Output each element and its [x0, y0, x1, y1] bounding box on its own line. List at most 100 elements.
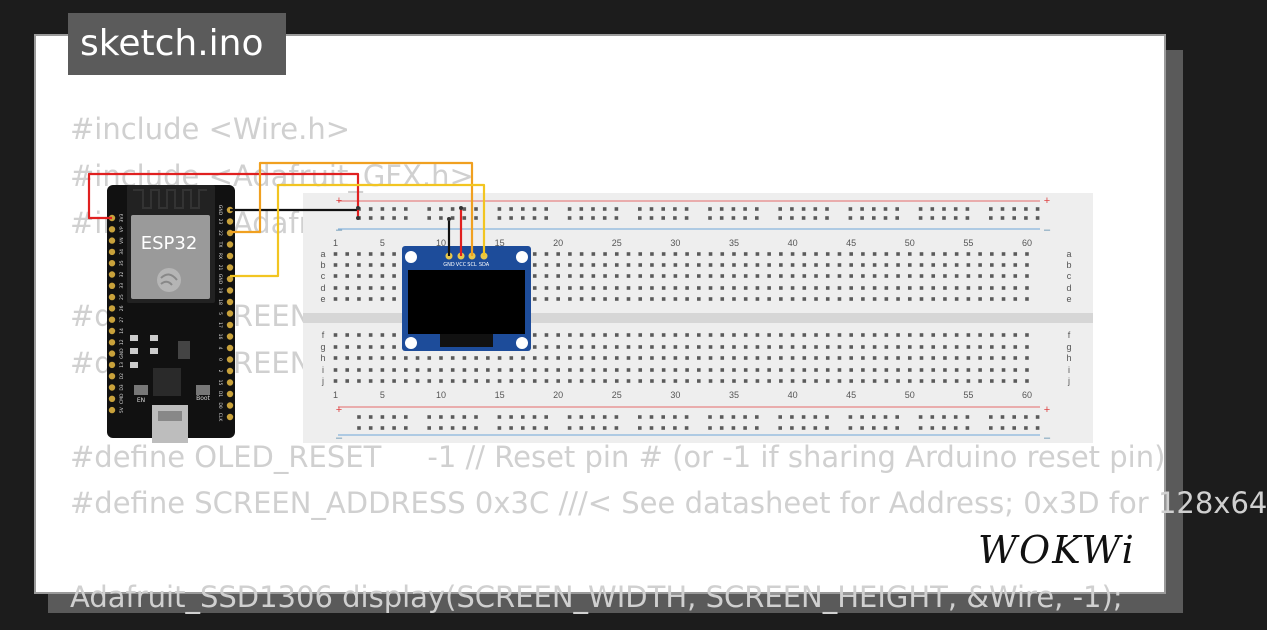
breadboard-hole: [825, 207, 829, 211]
breadboard-hole: [743, 426, 747, 430]
row-letter: g: [320, 342, 325, 352]
breadboard-hole: [579, 216, 584, 220]
breadboard-hole: [568, 368, 572, 372]
breadboard-hole: [427, 216, 431, 220]
breadboard-hole: [860, 207, 864, 211]
breadboard-hole: [521, 379, 525, 383]
breadboard-hole: [684, 216, 689, 220]
breadboard-hole: [918, 207, 923, 211]
breadboard-hole: [626, 252, 631, 256]
rail-minus-label: –: [1044, 224, 1051, 236]
breadboard-hole: [1025, 356, 1029, 360]
breadboard-hole: [568, 263, 572, 267]
breadboard-hole: [450, 426, 455, 430]
breadboard-hole: [697, 286, 701, 290]
breadboard-hole: [919, 368, 924, 372]
breadboard-hole: [591, 207, 595, 211]
breadboard-hole: [778, 415, 782, 419]
breadboard-hole: [544, 263, 549, 267]
breadboard-hole: [978, 356, 982, 360]
breadboard-hole: [579, 356, 584, 360]
breadboard-hole: [650, 263, 654, 267]
breadboard-hole: [509, 207, 513, 211]
breadboard-hole: [779, 252, 783, 256]
breadboard-hole: [568, 252, 572, 256]
breadboard-hole: [556, 356, 560, 360]
breadboard-hole: [380, 216, 385, 220]
column-number: 40: [788, 238, 798, 248]
breadboard-hole: [861, 356, 865, 360]
breadboard-hole: [474, 415, 478, 419]
breadboard-hole: [579, 252, 584, 256]
breadboard-hole: [567, 207, 572, 211]
breadboard-hole: [719, 216, 724, 220]
breadboard-hole: [943, 286, 947, 290]
breadboard-hole: [755, 356, 760, 360]
breadboard-hole: [392, 297, 396, 301]
wires: [87, 161, 486, 278]
breadboard-hole: [661, 345, 666, 349]
breadboard-hole: [802, 333, 807, 337]
breadboard-hole: [1035, 207, 1040, 211]
breadboard-hole: [896, 286, 900, 290]
breadboard-hole: [1001, 379, 1006, 383]
breadboard-hole: [814, 379, 818, 383]
breadboard-hole: [966, 286, 971, 290]
breadboard-hole: [638, 368, 643, 372]
breadboard-hole: [860, 426, 864, 430]
breadboard-hole: [1000, 207, 1005, 211]
breadboard-hole: [544, 368, 549, 372]
breadboard-hole: [919, 333, 924, 337]
breadboard-hole: [708, 263, 713, 267]
breadboard-hole: [825, 379, 830, 383]
breadboard-hole: [978, 297, 982, 301]
breadboard-hole: [825, 216, 829, 220]
breadboard-hole: [954, 252, 959, 256]
breadboard-hole: [872, 274, 877, 278]
breadboard-hole: [404, 368, 408, 372]
breadboard-hole: [1035, 216, 1040, 220]
breadboard-hole: [697, 252, 701, 256]
file-tab[interactable]: sketch.ino: [68, 13, 286, 75]
breadboard-hole: [333, 274, 338, 278]
breadboard-hole: [884, 286, 889, 290]
breadboard-hole: [556, 379, 560, 383]
breadboard-hole: [474, 356, 478, 360]
breadboard-hole: [556, 333, 560, 337]
breadboard-hole: [743, 252, 748, 256]
smd-component: [130, 362, 138, 368]
breadboard-hole: [860, 216, 864, 220]
breadboard-hole: [638, 216, 642, 220]
breadboard-hole: [719, 415, 724, 419]
breadboard-hole: [556, 263, 560, 267]
breadboard-hole: [825, 297, 830, 301]
breadboard-hole: [673, 216, 677, 220]
breadboard-hole: [767, 274, 771, 278]
breadboard-hole: [953, 415, 958, 419]
breadboard-hole: [602, 207, 607, 211]
breadboard-hole: [907, 379, 912, 383]
breadboard-hole: [720, 286, 725, 290]
breadboard-hole: [568, 345, 572, 349]
breadboard-hole: [556, 274, 560, 278]
breadboard-hole: [568, 274, 572, 278]
esp32-pin: [108, 395, 116, 402]
column-number: 60: [1022, 238, 1032, 248]
breadboard-center-gap: [303, 313, 1093, 323]
breadboard-hole: [614, 368, 619, 372]
breadboard-hole: [661, 274, 666, 278]
breadboard-hole: [779, 286, 783, 290]
breadboard-hole: [708, 216, 712, 220]
esp32-pin: [108, 237, 116, 244]
breadboard-hole: [673, 252, 678, 256]
breadboard-hole: [943, 297, 947, 301]
breadboard-hole: [872, 333, 877, 337]
breadboard-hole: [333, 252, 338, 256]
breadboard-hole: [849, 345, 853, 349]
breadboard-hole: [954, 333, 959, 337]
breadboard-hole: [966, 297, 971, 301]
breadboard-hole: [603, 263, 607, 267]
breadboard-hole: [779, 297, 783, 301]
column-number: 40: [788, 390, 798, 400]
breadboard-hole: [896, 333, 900, 337]
